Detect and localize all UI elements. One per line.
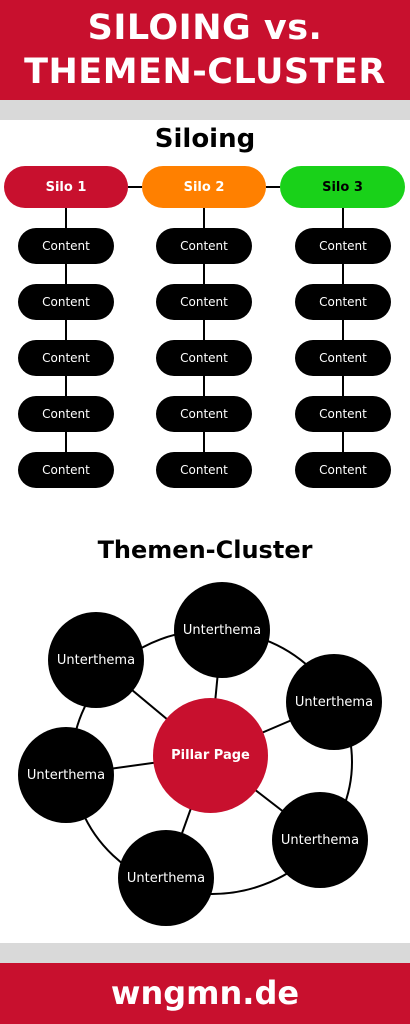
header-title-line2: THEMEN-CLUSTER bbox=[24, 52, 386, 92]
subtopic-node-top: Unterthema bbox=[174, 582, 270, 678]
silo-3: Silo 3 bbox=[280, 166, 405, 208]
pillar-page-node: Pillar Page bbox=[153, 698, 268, 813]
subtopic-label: Unterthema bbox=[294, 694, 374, 710]
silo-3-content-4: Content bbox=[295, 396, 391, 432]
silo-1-content-3: Content bbox=[18, 340, 114, 376]
silo-3-content-2: Content bbox=[295, 284, 391, 320]
silo-2-content-5: Content bbox=[156, 452, 252, 488]
silo-3-label: Silo 3 bbox=[322, 179, 363, 195]
content-label: Content bbox=[180, 407, 228, 421]
silo-2-label: Silo 2 bbox=[183, 179, 225, 195]
silo-2: Silo 2 bbox=[142, 166, 266, 208]
content-label: Content bbox=[319, 351, 367, 365]
content-label: Content bbox=[319, 463, 367, 477]
content-label: Content bbox=[42, 239, 90, 253]
footer-domain: wngmn.de bbox=[110, 974, 300, 1012]
pillar-page-label: Pillar Page bbox=[171, 748, 250, 763]
header-banner: SILOING vs. THEMEN-CLUSTER bbox=[0, 0, 410, 100]
silo-2-content-1: Content bbox=[156, 228, 252, 264]
silo-1-content-4: Content bbox=[18, 396, 114, 432]
subtopic-label: Unterthema bbox=[280, 832, 360, 848]
silo-3-content-1: Content bbox=[295, 228, 391, 264]
footer-banner: wngmn.de bbox=[0, 963, 410, 1024]
silo-1-content-2: Content bbox=[18, 284, 114, 320]
silo-1: Silo 1 bbox=[4, 166, 128, 208]
content-label: Content bbox=[42, 351, 90, 365]
content-label: Content bbox=[319, 239, 367, 253]
subtopic-node-bottom: Unterthema bbox=[118, 830, 214, 926]
content-label: Content bbox=[180, 239, 228, 253]
silo-3-content-3: Content bbox=[295, 340, 391, 376]
content-label: Content bbox=[42, 407, 90, 421]
subtopic-label: Unterthema bbox=[126, 870, 206, 886]
content-label: Content bbox=[180, 295, 228, 309]
silo-1-content-1: Content bbox=[18, 228, 114, 264]
subtopic-label: Unterthema bbox=[182, 622, 262, 638]
silo-3-content-5: Content bbox=[295, 452, 391, 488]
divider-band-bottom bbox=[0, 943, 410, 963]
divider-band-top bbox=[0, 100, 410, 120]
content-label: Content bbox=[319, 407, 367, 421]
subtopic-label: Unterthema bbox=[26, 767, 106, 783]
content-label: Content bbox=[180, 351, 228, 365]
content-label: Content bbox=[319, 295, 367, 309]
silo-2-content-3: Content bbox=[156, 340, 252, 376]
subtopic-node-upper-left: Unterthema bbox=[48, 612, 144, 708]
silo-2-content-2: Content bbox=[156, 284, 252, 320]
subtopic-node-upper-right: Unterthema bbox=[286, 654, 382, 750]
content-label: Content bbox=[180, 463, 228, 477]
cluster-title: Themen-Cluster bbox=[97, 536, 313, 564]
subtopic-node-left: Unterthema bbox=[18, 727, 114, 823]
silo-1-label: Silo 1 bbox=[45, 179, 87, 195]
silo-2-content-4: Content bbox=[156, 396, 252, 432]
content-label: Content bbox=[42, 295, 90, 309]
header-title-line1: SILOING vs. bbox=[87, 8, 323, 48]
subtopic-node-lower-right: Unterthema bbox=[272, 792, 368, 888]
subtopic-label: Unterthema bbox=[56, 652, 136, 668]
content-label: Content bbox=[42, 463, 90, 477]
siloing-title: Siloing bbox=[154, 124, 256, 154]
silo-1-content-5: Content bbox=[18, 452, 114, 488]
